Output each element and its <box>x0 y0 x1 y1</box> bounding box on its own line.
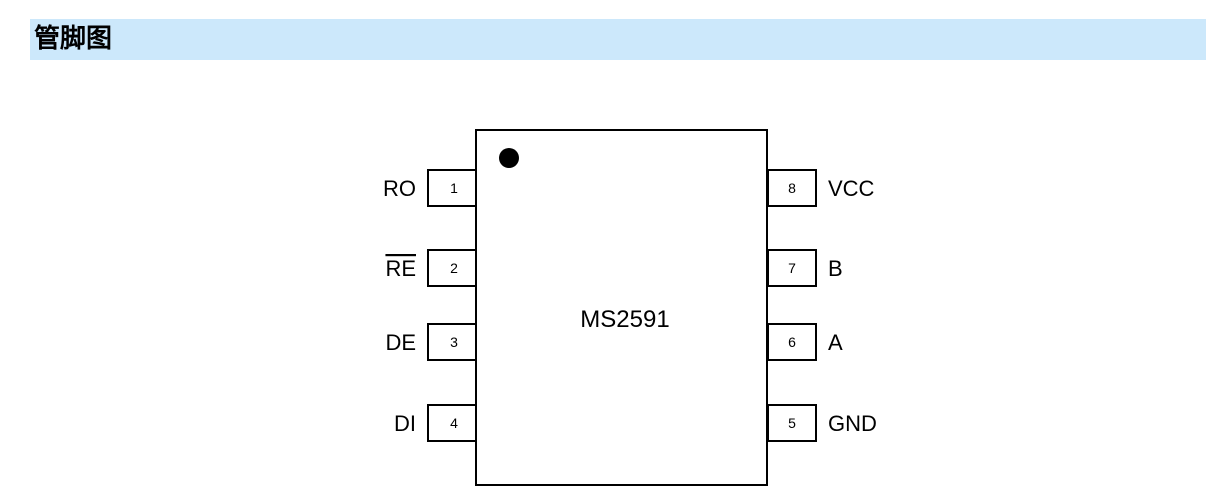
pin-8-number: 8 <box>788 180 796 196</box>
chip-name: MS2591 <box>580 306 669 333</box>
pin-4-box <box>427 404 477 442</box>
pin-2-box <box>427 249 477 287</box>
pin-4-label: DI <box>394 411 416 436</box>
pin-6-box <box>767 323 817 361</box>
chip-body <box>475 129 768 486</box>
pin-1-box <box>427 169 477 207</box>
pin-7-number: 7 <box>788 260 796 276</box>
pin-4-number: 4 <box>450 415 458 431</box>
pin1-indicator-dot <box>499 148 519 168</box>
pin-7-label: B <box>828 256 843 281</box>
pin-5-number: 5 <box>788 415 796 431</box>
pin-2-label: RE <box>385 256 416 281</box>
pin-3-box <box>427 323 477 361</box>
pin-3-label: DE <box>385 330 416 355</box>
pin-8-box <box>767 169 817 207</box>
pin-1-number: 1 <box>450 180 458 196</box>
pin-5-box <box>767 404 817 442</box>
section-title: 管脚图 <box>34 24 113 54</box>
pins: 1 RO 2 RE 3 DE 4 DI 8 VCC 7 B 6 A 5 GND <box>383 169 877 442</box>
pin-8-label: VCC <box>828 176 875 201</box>
pin-3-number: 3 <box>450 334 458 350</box>
pin-1-label: RO <box>383 176 416 201</box>
pin-6-label: A <box>828 330 843 355</box>
section-header: 管脚图 <box>30 19 1206 60</box>
pin-7-box <box>767 249 817 287</box>
pin-5-label: GND <box>828 411 877 436</box>
pin-6-number: 6 <box>788 334 796 350</box>
pin-2-number: 2 <box>450 260 458 276</box>
